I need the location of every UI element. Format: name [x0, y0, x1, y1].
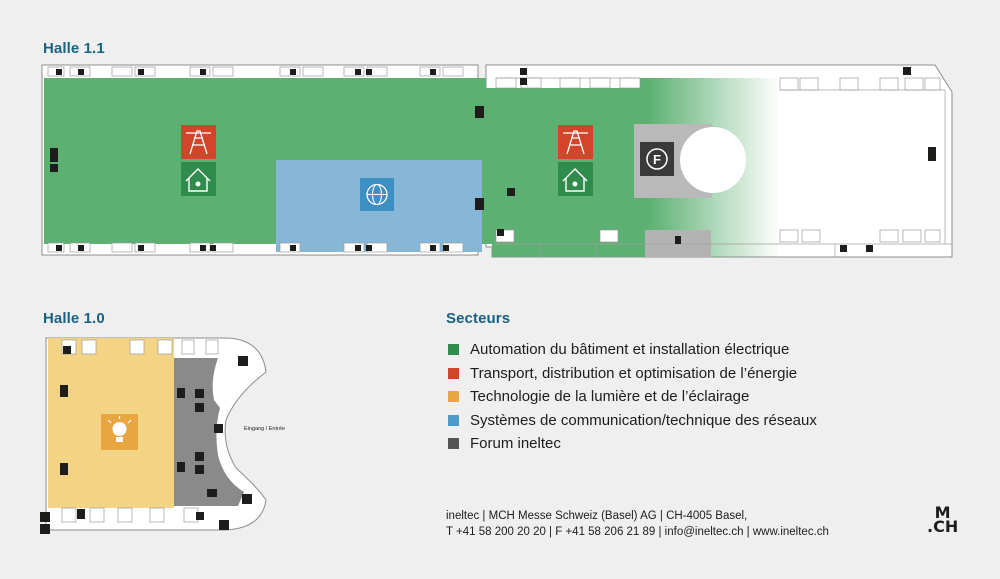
- forum-f-icon: F: [640, 142, 674, 176]
- contact-address: ineltec | MCH Messe Schweiz (Basel) AG |…: [446, 510, 748, 522]
- svg-text:F: F: [653, 152, 661, 167]
- forum-area-hall-10: [174, 358, 244, 506]
- legend-item-lighting: Technologie de la lumière et de l’éclair…: [448, 385, 817, 409]
- legend-label: Automation du bâtiment et installation é…: [470, 341, 790, 359]
- legend-label: Technologie de la lumière et de l’éclair…: [470, 388, 750, 406]
- legend-item-forum: Forum ineltec: [448, 432, 817, 456]
- house-plug-icon: [181, 162, 216, 196]
- sector-legend: Automation du bâtiment et installation é…: [448, 338, 817, 456]
- legend-swatch: [448, 438, 459, 450]
- light-bulb-icon: [101, 414, 138, 450]
- sectors-title: Secteurs: [446, 310, 511, 327]
- house-plug-icon: [558, 162, 593, 196]
- legend-item-communication: Systèmes de communication/technique des …: [448, 409, 817, 433]
- legend-label: Transport, distribution et optimisation …: [470, 364, 798, 382]
- hall-10-title: Halle 1.0: [43, 310, 105, 327]
- hall-11-plan: F: [41, 64, 953, 258]
- legend-swatch: [448, 367, 459, 379]
- round-structure: [680, 127, 746, 193]
- contact-info: ineltec | MCH Messe Schweiz (Basel) AG |…: [446, 508, 829, 540]
- mch-logo: M .CH: [927, 503, 959, 536]
- contact-phone-web: T +41 58 200 20 20 | F +41 58 206 21 89 …: [446, 526, 829, 538]
- legend-item-automation: Automation du bâtiment et installation é…: [448, 338, 817, 362]
- automation-area-right: [486, 78, 780, 257]
- legend-item-energy: Transport, distribution et optimisation …: [448, 362, 817, 386]
- legend-swatch: [448, 391, 459, 403]
- entrance-label: Eingang / Entrée: [244, 426, 285, 432]
- power-pylon-icon: [181, 125, 216, 159]
- legend-label: Forum ineltec: [470, 435, 561, 453]
- hall-11-title: Halle 1.1: [43, 40, 105, 57]
- legend-swatch: [448, 414, 459, 426]
- legend-swatch: [448, 344, 459, 356]
- logo-line-2: .CH: [927, 517, 959, 536]
- globe-network-icon: [360, 178, 394, 211]
- power-pylon-icon: [558, 125, 593, 159]
- logo-line-1: M: [934, 503, 951, 522]
- hall-10-plan: Eingang / Entrée: [40, 337, 285, 534]
- legend-label: Systèmes de communication/technique des …: [470, 411, 817, 429]
